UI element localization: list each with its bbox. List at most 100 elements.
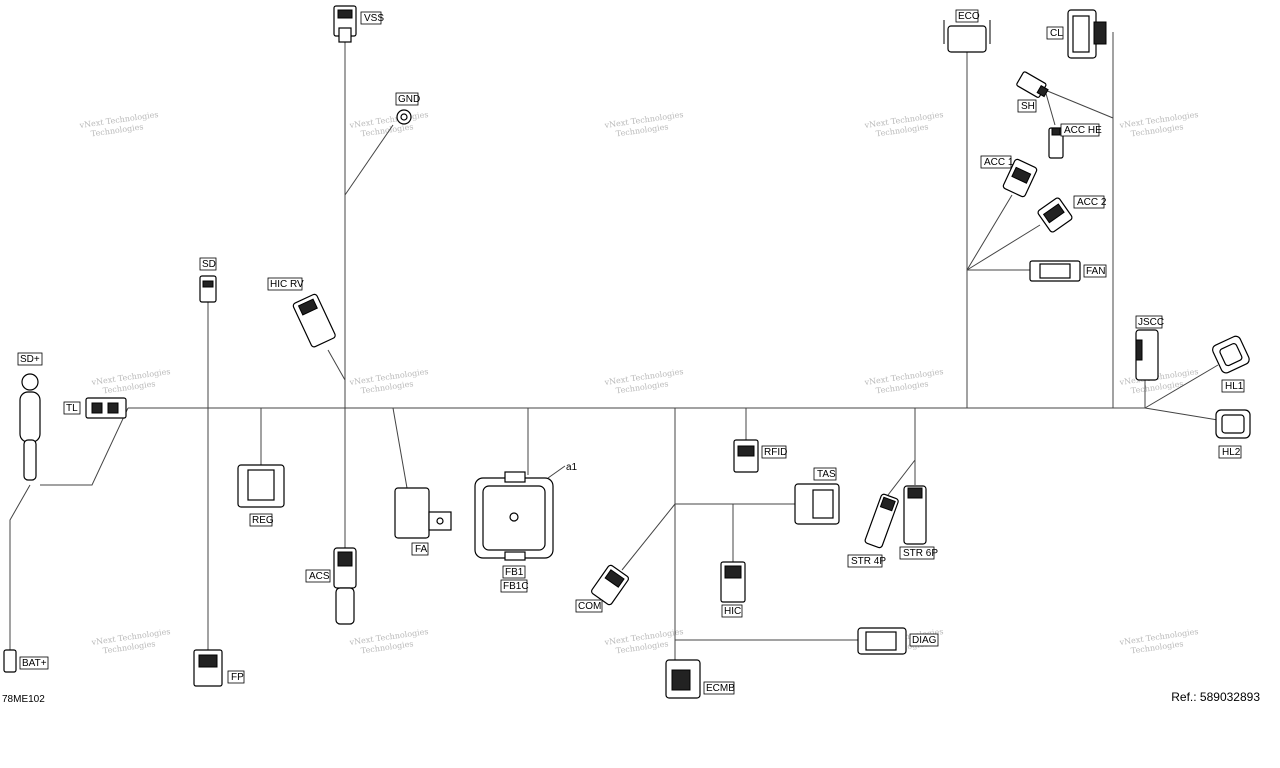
a1-leader [547, 465, 566, 479]
label-box [502, 565, 526, 579]
sh-connector [1016, 71, 1049, 98]
label-bat-plus: BAT+ [22, 658, 47, 669]
label-sd-plus: SD+ [20, 354, 40, 365]
acc-he-wire [1044, 89, 1056, 126]
hic-rv-wire [327, 349, 346, 381]
ecmb-connector [665, 659, 701, 699]
gnd-connector [396, 109, 412, 125]
bat-plus-connector [3, 649, 17, 673]
label-box [761, 445, 787, 459]
label-box [1073, 195, 1105, 209]
diag-connector [857, 627, 907, 655]
hic-connector [720, 561, 746, 603]
cl-connector [1067, 9, 1107, 59]
label-box [909, 633, 939, 647]
label-box [500, 579, 528, 593]
fa-connector [394, 487, 452, 539]
label-rfid: RFID [764, 447, 787, 458]
acc2-wire [966, 224, 1041, 271]
fan-connector [1029, 260, 1081, 282]
wires [9, 32, 1219, 660]
label-reg: REG [252, 515, 274, 526]
label-box [360, 11, 382, 25]
gnd-wire [344, 124, 394, 196]
acs-connector [333, 547, 357, 625]
label-box [575, 599, 603, 613]
com-wire [621, 503, 676, 571]
label-box [899, 546, 935, 560]
label-acs: ACS [309, 571, 330, 582]
label-box [1046, 26, 1064, 40]
label-box [227, 670, 245, 684]
label-box [63, 401, 81, 415]
label-box [813, 467, 837, 481]
str6p-connector [903, 485, 927, 545]
label-tl: TL [66, 403, 78, 414]
str4p-wire [887, 459, 916, 496]
label-fp: FP [231, 672, 244, 683]
hl1-wire [1144, 364, 1219, 409]
label-box [249, 513, 273, 527]
label-box [1135, 315, 1163, 329]
label-box [199, 257, 217, 271]
label-tas: TAS [817, 469, 836, 480]
label-box [1083, 264, 1107, 278]
label-sh: SH [1021, 101, 1035, 112]
acc1-connector [1002, 158, 1038, 198]
label-diag: DIAG [912, 635, 937, 646]
connectors [3, 5, 1251, 699]
tl-connector [85, 397, 127, 419]
label-box [19, 656, 49, 670]
acc-he-connector [1048, 127, 1064, 159]
label-gnd: GND [398, 94, 420, 105]
label-str4p: STR 4P [851, 556, 886, 567]
label-com: COM [578, 601, 601, 612]
hl1-connector [1212, 335, 1250, 374]
drawing-code: 78ME102 [2, 694, 45, 705]
label-box [17, 352, 43, 366]
com-connector [590, 564, 630, 606]
label-hl2: HL2 [1222, 447, 1241, 458]
label-fb1: FB1 [505, 567, 524, 578]
label-box [267, 277, 303, 291]
hl2-wire [1144, 407, 1219, 421]
label-box [703, 681, 735, 695]
rfid-connector [733, 439, 759, 473]
label-box [847, 554, 883, 568]
label-box [980, 155, 1012, 169]
tas-connector [794, 483, 840, 525]
label-box [1017, 99, 1037, 113]
label-fb1c: FB1C [503, 581, 529, 592]
label-fa: FA [415, 544, 428, 555]
label-box [411, 542, 429, 556]
acc2-connector [1037, 197, 1073, 233]
label-vss: VSS [364, 13, 384, 24]
bat-wire [9, 484, 31, 650]
label-hl1: HL1 [1225, 381, 1244, 392]
labels: VSS GND ECO CL SH ACC HE ACC 1 ACC 2 FAN… [17, 9, 1245, 695]
sh-wire [1044, 89, 1114, 119]
label-box [1060, 123, 1100, 137]
label-acc1: ACC 1 [984, 157, 1014, 168]
eco-connector [943, 20, 991, 53]
label-eco: ECO [958, 11, 980, 22]
label-box [955, 9, 979, 23]
label-str6p: STR 6P [903, 548, 938, 559]
jscc-connector [1135, 329, 1159, 381]
label-box [1221, 379, 1245, 393]
fb1-fusebox [474, 471, 554, 561]
hl2-connector [1215, 409, 1251, 439]
label-hic-rv: HIC RV [270, 279, 304, 290]
hic-rv-connector [292, 293, 336, 348]
fa-wire [392, 407, 408, 489]
label-cl: CL [1050, 28, 1063, 39]
label-acc2: ACC 2 [1077, 197, 1107, 208]
str4p-connector [864, 493, 899, 549]
sd-plus-connector [19, 373, 41, 481]
label-ecmb: ECMB [706, 683, 735, 694]
label-fan: FAN [1086, 266, 1105, 277]
label-sd: SD [202, 259, 216, 270]
vss-connector [333, 5, 357, 43]
